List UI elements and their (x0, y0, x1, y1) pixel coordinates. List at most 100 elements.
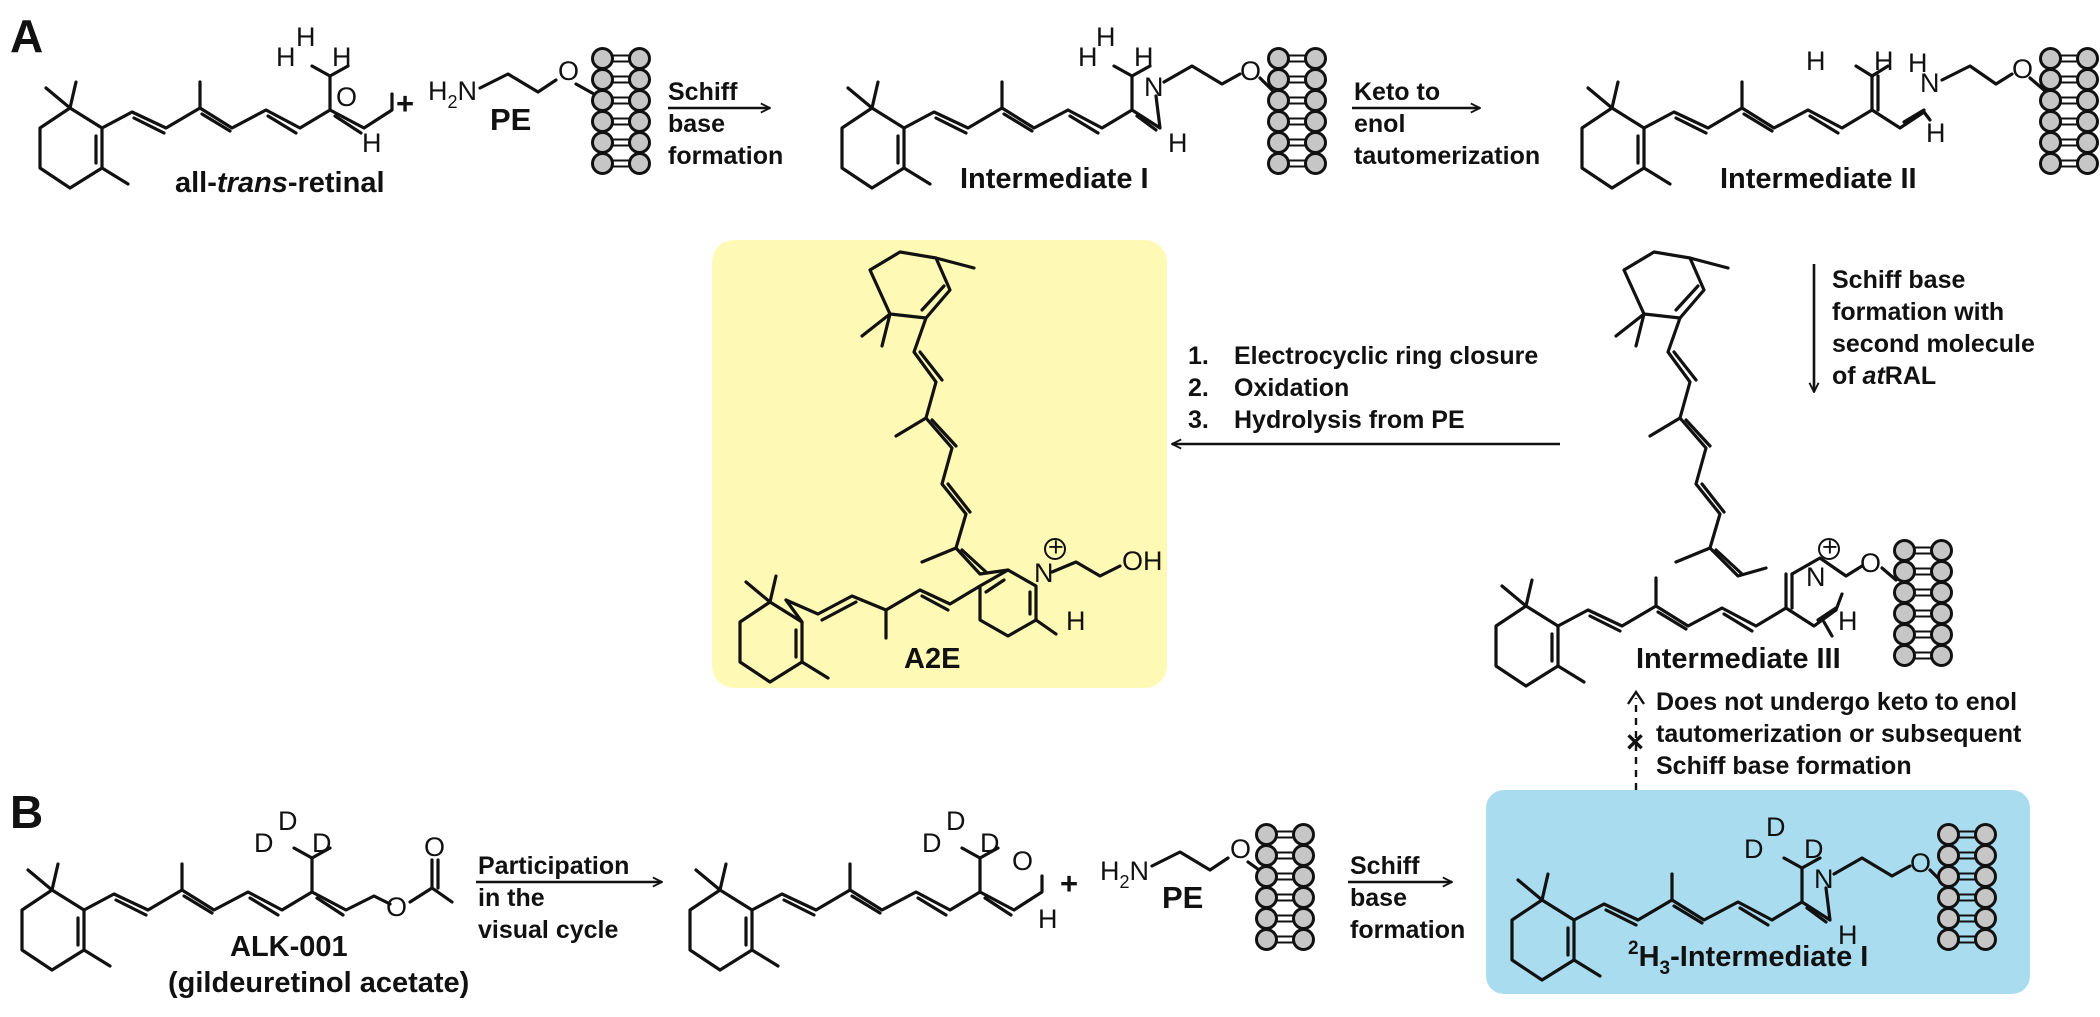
lipid-head-bead (1267, 89, 1290, 112)
lipid-head-bead (628, 47, 651, 70)
alk001-alt-label: (gildeuretinol acetate) (168, 967, 469, 999)
int1-h-atom-4: H (1168, 128, 1188, 158)
second-schiff-text-2: formation with (1832, 298, 2004, 326)
int2-h-atom-4: H (1926, 118, 1946, 148)
lipid-head-bead (2076, 152, 2099, 175)
a2e-step-3: Hydrolysis from PE (1234, 406, 1465, 434)
lipid-head-bead (1255, 844, 1278, 867)
intermediate-2-label: Intermediate II (1720, 163, 1917, 195)
lipid-head-bead (1930, 539, 1953, 562)
retinal-h-atom-4: H (362, 128, 382, 158)
visual-text-1: Participation (478, 852, 629, 880)
alk-d-atom-1: D (254, 828, 274, 858)
retinal-name: all-trans-retinal (175, 167, 385, 199)
visual-text-3: visual cycle (478, 916, 618, 944)
a2e-label: A2E (904, 643, 960, 675)
second-schiff-text-3: second molecule (1832, 330, 2035, 358)
lipid-head-bead (1974, 886, 1997, 909)
lipid-head-bead (1267, 68, 1290, 91)
lipid-head-bead (2039, 89, 2062, 112)
lipid-head-bead (1893, 644, 1916, 667)
intermediate-1-structure (840, 64, 1274, 190)
pe-o-atom-b: O (1230, 834, 1251, 864)
lipid-head-bead (1255, 823, 1278, 846)
deuterated-retinal-structure (688, 846, 1044, 972)
dint-d-atom-1: D (1744, 834, 1764, 864)
lipid-head-bead (1255, 886, 1278, 909)
lipid-head-bead (591, 47, 614, 70)
retinal-h-atom-3: H (332, 42, 352, 72)
lipid-head-bead (1304, 110, 1327, 133)
lipid-head-bead (2076, 110, 2099, 133)
intermediate-3-lower-chain (1494, 572, 1844, 688)
phospholipid-bilayer-4 (1893, 539, 1953, 667)
deuterated-intermediate-label: 2H3-Intermediate I (1628, 938, 1868, 979)
panel-label-a: A (10, 10, 43, 62)
phospholipid-bilayer-6 (1937, 823, 1997, 951)
panel-label-b: B (10, 786, 43, 838)
plus-sign-b: + (1060, 866, 1078, 901)
lipid-head-bead (2039, 131, 2062, 154)
int1-h-atom-2: H (1096, 22, 1116, 52)
int1-h-atom-3: H (1134, 42, 1154, 72)
lipid-head-bead (1255, 907, 1278, 930)
lipid-head-bead (1930, 581, 1953, 604)
int1-n-atom: N (1144, 72, 1164, 102)
second-schiff-text-4: of atRAL (1832, 362, 1936, 390)
lipid-head-bead (1292, 823, 1315, 846)
lipid-head-bead (2039, 47, 2062, 70)
lipid-head-bead (1930, 560, 1953, 583)
alk001-label: ALK-001 (230, 931, 348, 963)
lipid-head-bead (1255, 865, 1278, 888)
phospholipid-bilayer-2 (1267, 47, 1327, 175)
lipid-head-bead (1267, 131, 1290, 154)
lipid-head-bead (2039, 110, 2062, 133)
pe-label: PE (490, 102, 531, 137)
lipid-head-bead (628, 152, 651, 175)
int2-h-atom-2: H (1874, 46, 1894, 76)
a2e-structure (738, 250, 1122, 684)
ret-d-atom-3: D (980, 828, 1000, 858)
alk001-structure (20, 846, 454, 972)
ret-d-atom-1: D (922, 828, 942, 858)
deuterated-intermediate-highlight-box (1486, 790, 2030, 994)
lipid-head-bead (1893, 581, 1916, 604)
a2e-step-1: Electrocyclic ring closure (1234, 342, 1538, 370)
schiff-text-1c: formation (668, 142, 783, 170)
lipid-head-bead (628, 110, 651, 133)
dint-d-atom-3: D (1804, 834, 1824, 864)
schiff-text-1b: base (668, 110, 725, 138)
no-taut-text-3: Schiff base formation (1656, 752, 1912, 780)
lipid-head-bead (1930, 623, 1953, 646)
a2e-step-2: Oxidation (1234, 374, 1349, 402)
pe-amine-b: H2N (1100, 856, 1149, 892)
lipid-head-bead (1304, 131, 1327, 154)
lipid-head-bead (1937, 823, 1960, 846)
dint-n-atom: N (1814, 864, 1834, 894)
lipid-head-bead (2076, 68, 2099, 91)
keto-text-1: Keto to (1354, 78, 1440, 106)
a2e-step-3-num: 3. (1188, 406, 1209, 434)
lipid-head-bead (2076, 47, 2099, 70)
alk-o-atom-1: O (386, 892, 407, 922)
schiff-text-1a: Schiff (668, 78, 738, 106)
a2e-step-1-num: 1. (1188, 342, 1209, 370)
lipid-head-bead (591, 131, 614, 154)
intermediate-1-label: Intermediate I (960, 163, 1149, 195)
lipid-head-bead (1974, 844, 1997, 867)
lipid-head-bead (1974, 907, 1997, 930)
lipid-head-bead (1267, 152, 1290, 175)
lipid-head-bead (628, 131, 651, 154)
ret-h-atom: H (1038, 904, 1058, 934)
blocked-cross: × (1626, 724, 1644, 759)
pe-label-b: PE (1162, 880, 1203, 915)
dint-o-atom: O (1910, 848, 1931, 878)
a2e-h-atom: H (1066, 606, 1086, 636)
lipid-head-bead (1304, 152, 1327, 175)
no-taut-text-2: tautomerization or subsequent (1656, 720, 2022, 748)
deuterated-intermediate-1-structure (1510, 856, 1944, 982)
lipid-head-bead (1930, 602, 1953, 625)
int3-h-atom: H (1838, 606, 1858, 636)
retinal-h-atom-2: H (296, 22, 316, 52)
